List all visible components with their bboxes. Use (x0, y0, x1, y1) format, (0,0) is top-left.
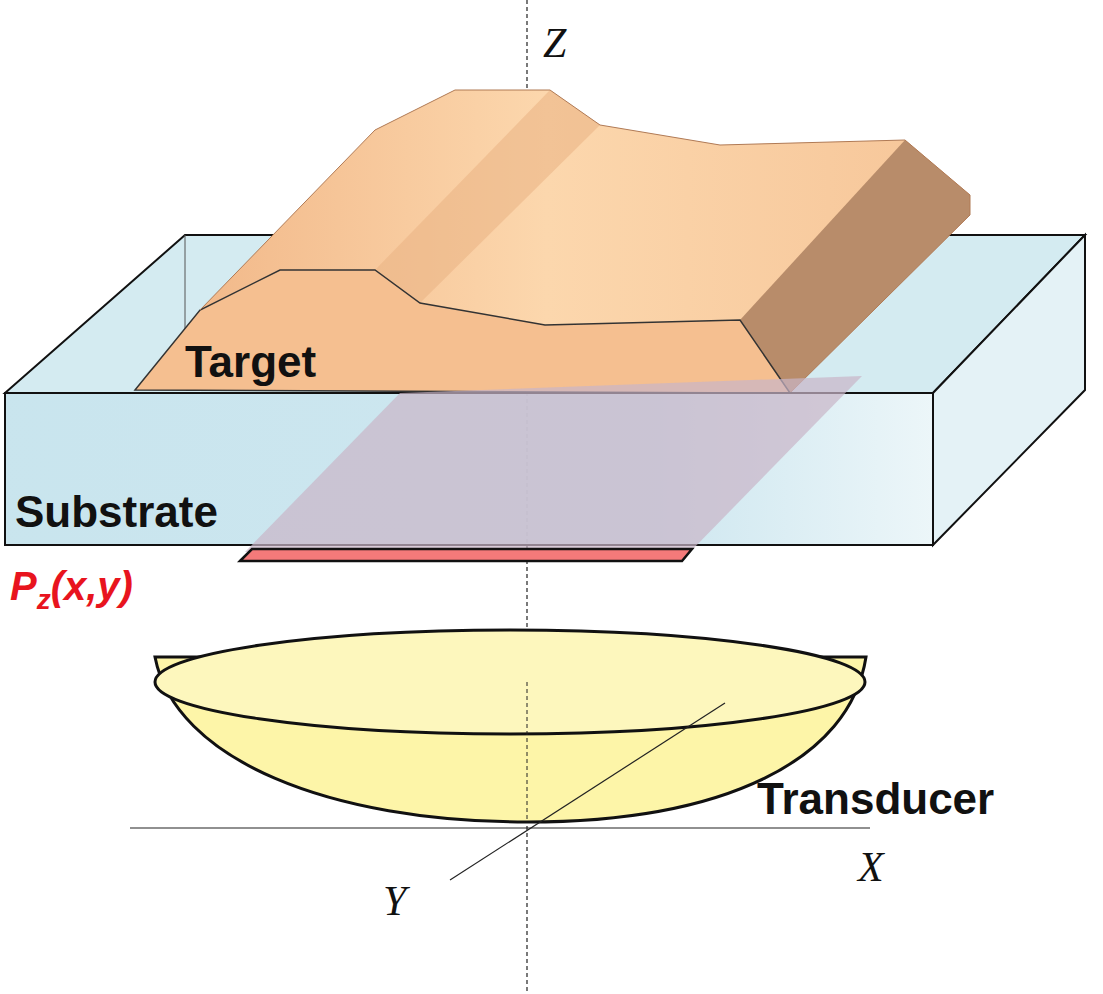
x-axis (130, 827, 870, 828)
substrate-side (933, 235, 1085, 545)
field-name: Pz(x,y) (10, 566, 133, 614)
part-name: Substrate (15, 490, 218, 534)
part-name: Target (185, 340, 316, 384)
pressure-plane (240, 549, 692, 561)
axis-name: Z (543, 22, 566, 64)
target-front (135, 270, 790, 393)
z-axis-front (527, 682, 528, 822)
part-name: Transducer (757, 777, 994, 821)
target-ridge (375, 90, 600, 303)
target-side (740, 140, 970, 393)
y-axis (450, 703, 725, 880)
measurement-plane (245, 376, 862, 552)
transducer-rim (155, 630, 865, 734)
axis-name: X (858, 846, 884, 888)
axis-name: Y (383, 880, 406, 922)
